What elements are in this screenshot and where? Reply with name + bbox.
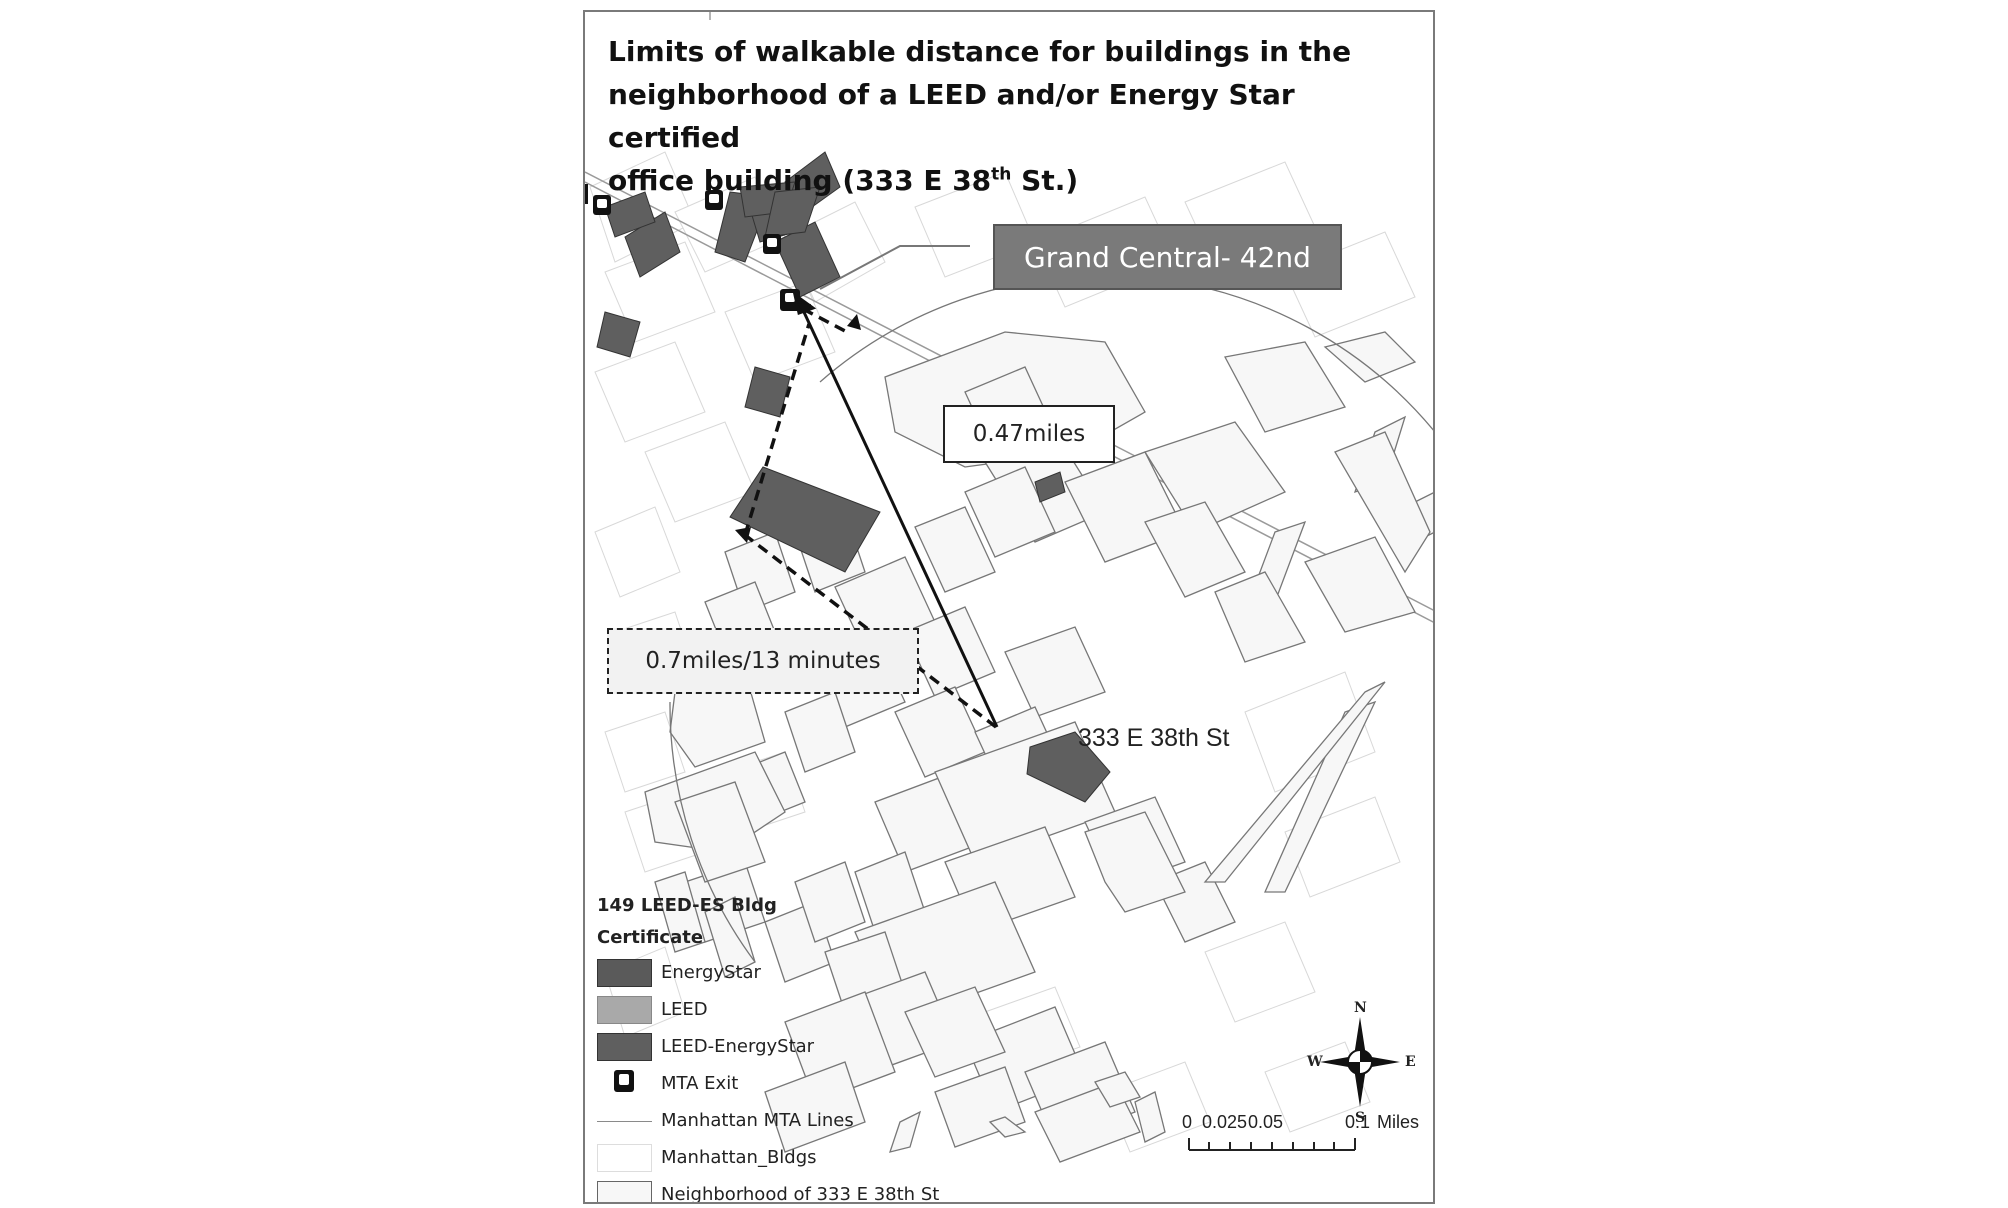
compass-south: S	[1355, 1110, 1366, 1126]
map-canvas	[585, 12, 1433, 1163]
neighborhood-layer	[644, 331, 1433, 1163]
legend-title-2: Certificate	[597, 927, 704, 948]
map-title: Limits of walkable distance for building…	[608, 30, 1408, 202]
compass-east: E	[1405, 1054, 1416, 1070]
legend-item-mta-exit: MTA Exit	[597, 1065, 997, 1102]
scale-units: Miles	[1377, 1112, 1420, 1132]
energystar-swatch	[597, 959, 652, 987]
legend-item-leed: LEED	[597, 991, 997, 1028]
walking-route-arrows	[743, 307, 998, 729]
certified-buildings-layer	[596, 151, 1111, 803]
neighborhood-swatch	[597, 1181, 652, 1202]
map-frame: Limits of walkable distance for building…	[583, 10, 1435, 1204]
compass-rose-icon	[1320, 1017, 1400, 1107]
compass-north: N	[1354, 1000, 1367, 1016]
legend-item-manhattan-bldgs: Manhattan_Bldgs	[597, 1139, 997, 1176]
station-leader-line	[819, 245, 970, 290]
mta-exit-markers	[585, 184, 800, 311]
leed-swatch	[597, 996, 652, 1024]
map-legend: 149 LEED-ES Bldg Certificate EnergyStar …	[597, 890, 997, 1202]
title-line-2: neighborhood of a LEED and/or Energy Sta…	[608, 78, 1295, 154]
title-line-3: office building (333 E 38th St.)	[608, 164, 1079, 197]
legend-title-1: 149 LEED-ES Bldg	[597, 895, 777, 916]
walking-distance-callout: 0.7miles/13 minutes	[607, 628, 919, 694]
legend-item-leed-energystar: LEED-EnergyStar	[597, 1028, 997, 1065]
manhattan-bldgs-swatch	[597, 1144, 652, 1172]
legend-item-energystar: EnergyStar	[597, 954, 997, 991]
legend-item-neighborhood: Neighborhood of 333 E 38th St	[597, 1176, 997, 1202]
compass-west: W	[1307, 1054, 1323, 1070]
direct-distance-callout: 0.47miles	[943, 405, 1115, 463]
legend-item-mta-lines: Manhattan MTA Lines	[597, 1102, 997, 1139]
subway-exit-icon	[614, 1070, 634, 1092]
scale-tick-1: 0.025	[1202, 1112, 1248, 1132]
station-callout: Grand Central- 42nd	[993, 224, 1342, 290]
site-label: 333 E 38th St	[1078, 724, 1230, 752]
scale-tick-0: 0	[1182, 1112, 1193, 1132]
scale-bar	[1188, 1138, 1356, 1151]
scale-tick-3: 0.1	[1345, 1112, 1371, 1132]
mta-line-swatch	[597, 1121, 652, 1122]
scale-bar-labels: 0 0.025 0.05 0.1 Miles	[1180, 1112, 1433, 1172]
leed-energystar-swatch	[597, 1033, 652, 1061]
title-line-1: Limits of walkable distance for building…	[608, 35, 1352, 68]
scale-tick-2: 0.05	[1248, 1112, 1284, 1132]
